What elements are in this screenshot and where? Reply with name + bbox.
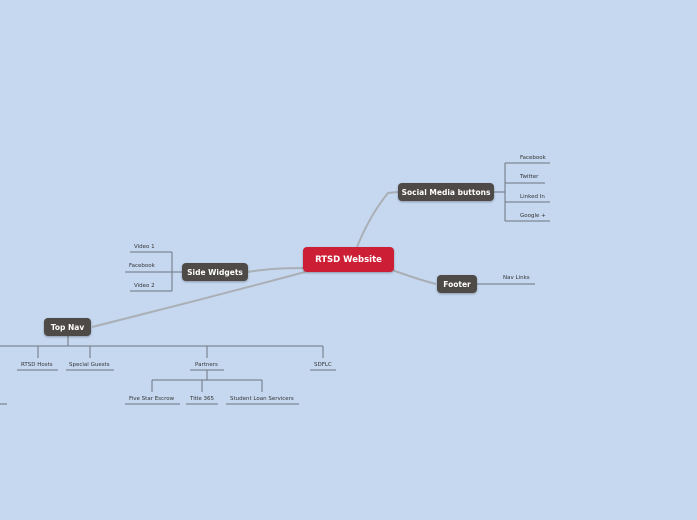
subtopic-nav-links[interactable]: Nav Links: [503, 275, 530, 281]
subtopic-title-365[interactable]: Title 365: [190, 396, 215, 402]
subtopic-five-star-escrow[interactable]: Five Star Escrow: [129, 396, 175, 402]
subtopic-facebook[interactable]: Facebook: [520, 155, 546, 161]
topic-top-nav[interactable]: Top Nav: [44, 318, 91, 336]
subtopic-video-2[interactable]: Video 2: [134, 283, 155, 289]
subtopic-partners[interactable]: Partners: [195, 362, 218, 368]
topic-footer[interactable]: Footer: [437, 275, 477, 293]
subtopic-special-guests[interactable]: Special Guests: [69, 362, 110, 368]
subtopic-student-loan-servicers[interactable]: Student Loan Servicers: [230, 396, 294, 402]
subtopic-twitter[interactable]: Twitter: [520, 174, 539, 180]
topic-social-media-buttons[interactable]: Social Media buttons: [398, 183, 494, 201]
subtopic-google-plus[interactable]: Google +: [520, 213, 546, 219]
subtopic-linked-in[interactable]: Linked In: [520, 194, 545, 200]
topic-side-widgets[interactable]: Side Widgets: [182, 263, 248, 281]
subtopic-facebook-widget[interactable]: Facebook: [129, 263, 155, 269]
subtopic-rtsd-hosts[interactable]: RTSD Hosts: [21, 362, 53, 368]
central-topic-rtsd-website[interactable]: RTSD Website: [303, 247, 394, 272]
subtopic-video-1[interactable]: Video 1: [134, 244, 155, 250]
central-topic-label: RTSD Website: [315, 254, 382, 265]
subtopic-sdflc[interactable]: SDFLC: [314, 362, 332, 368]
